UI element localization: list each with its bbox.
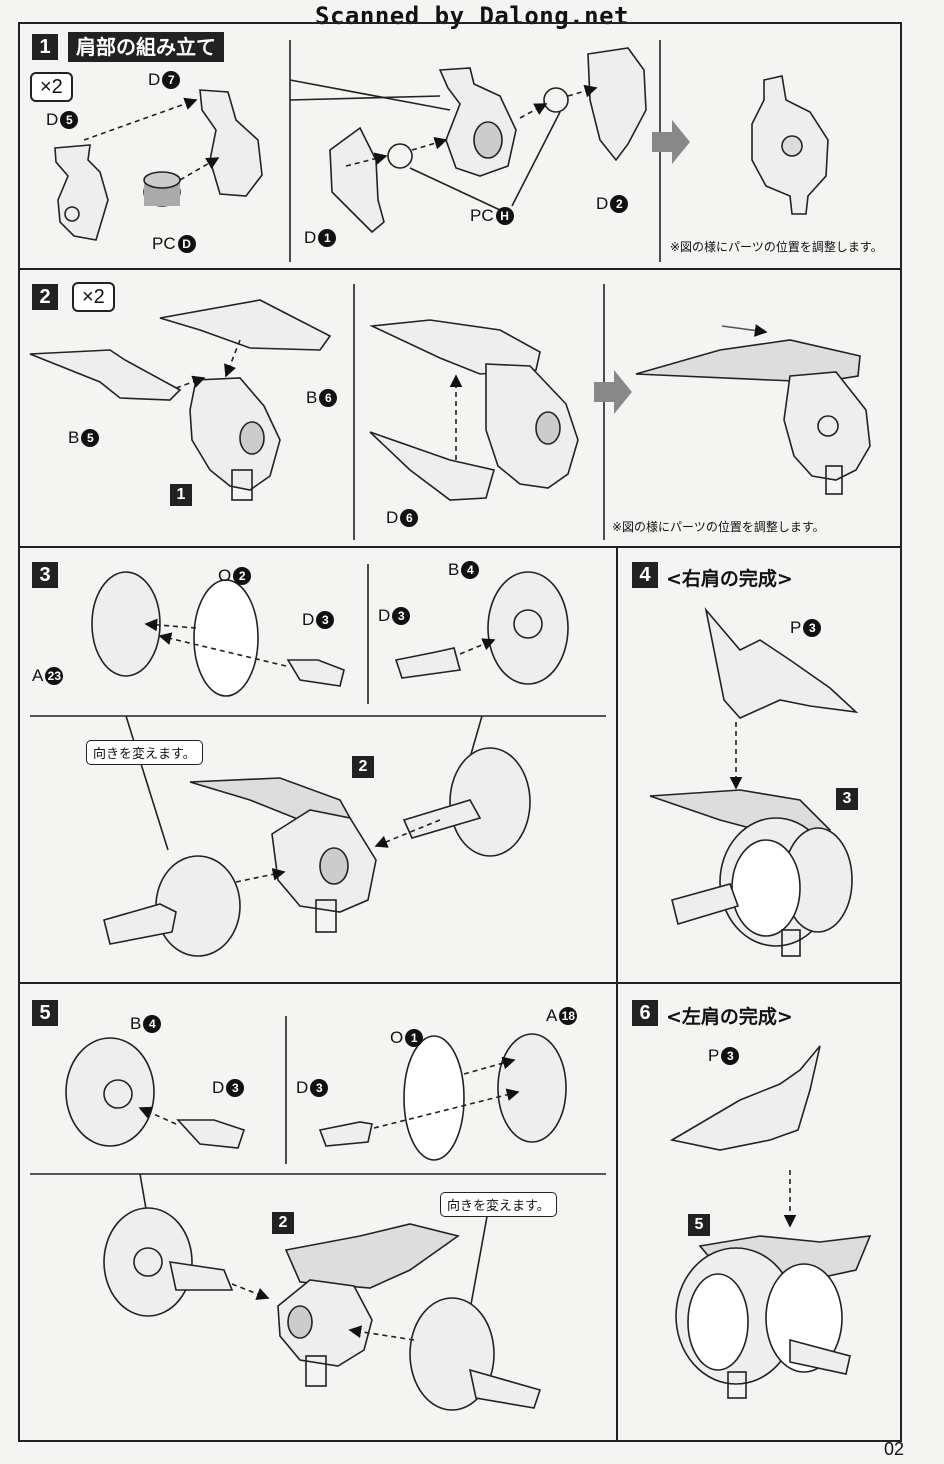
step4-number: 4 xyxy=(632,562,658,588)
part-letter: P xyxy=(790,618,802,637)
part-number: 3 xyxy=(392,607,411,625)
step6-number: 6 xyxy=(632,1000,658,1026)
part-number: 3 xyxy=(310,1079,329,1097)
part-letter: D xyxy=(46,110,59,129)
part-number: 6 xyxy=(319,389,338,407)
part-number: 5 xyxy=(81,429,100,447)
part-letter: O xyxy=(390,1028,404,1047)
part-number: 2 xyxy=(233,567,252,585)
part-number: 3 xyxy=(803,619,822,637)
part-letter: O xyxy=(218,566,232,585)
position-adjust-note: ※図の様にパーツの位置を調整します。 xyxy=(612,520,825,534)
part-number: 2 xyxy=(610,195,629,213)
step2-quantity: ×2 xyxy=(72,282,115,312)
part-number: 1 xyxy=(318,229,337,247)
step6-panel xyxy=(616,982,902,1442)
part-letter: D xyxy=(386,508,399,527)
part-number: H xyxy=(495,207,514,225)
step1-quantity: ×2 xyxy=(30,72,73,102)
part-number: 1 xyxy=(405,1029,424,1047)
part-letter: D xyxy=(378,606,391,625)
part-letter: B xyxy=(68,428,80,447)
watermark: Scanned by Dalong.net xyxy=(315,2,629,30)
step1-number: 1 xyxy=(32,34,58,60)
part-letter: PC xyxy=(152,234,176,253)
part-letter: D xyxy=(212,1078,225,1097)
orientation-bubble: 向きを変えます。 xyxy=(86,740,203,765)
part-number: 6 xyxy=(400,509,419,527)
part-number: 3 xyxy=(721,1047,740,1065)
part-letter: D xyxy=(304,228,317,247)
part-number: D xyxy=(177,235,196,253)
step-reference: 3 xyxy=(836,788,858,810)
step-reference: 2 xyxy=(352,756,374,778)
part-letter: D xyxy=(296,1078,309,1097)
part-letter: D xyxy=(148,70,161,89)
part-number: 5 xyxy=(60,111,79,129)
step1-title: 肩部の組み立て xyxy=(68,32,224,62)
part-letter: A xyxy=(546,1006,558,1025)
part-number: 18 xyxy=(559,1007,578,1025)
part-letter: D xyxy=(302,610,315,629)
orientation-bubble: 向きを変えます。 xyxy=(440,1192,557,1217)
step6-heading: <左肩の完成> xyxy=(666,1006,793,1028)
part-letter: B xyxy=(130,1014,142,1033)
position-adjust-note: ※図の様にパーツの位置を調整します。 xyxy=(670,240,883,254)
step2-number: 2 xyxy=(32,284,58,310)
part-number: 23 xyxy=(45,667,64,685)
part-number: 3 xyxy=(226,1079,245,1097)
part-number: 4 xyxy=(461,561,480,579)
step5-number: 5 xyxy=(32,1000,58,1026)
part-number: 3 xyxy=(316,611,335,629)
part-letter: B xyxy=(306,388,318,407)
part-letter: P xyxy=(708,1046,720,1065)
step4-heading: <右肩の完成> xyxy=(666,568,793,590)
page-number: 02 xyxy=(883,1439,904,1459)
part-letter: PC xyxy=(470,206,494,225)
part-number: 7 xyxy=(162,71,181,89)
part-letter: B xyxy=(448,560,460,579)
step-reference: 1 xyxy=(170,484,192,506)
step-reference: 2 xyxy=(272,1212,294,1234)
step-reference: 5 xyxy=(688,1214,710,1236)
part-number: 4 xyxy=(143,1015,162,1033)
step3-number: 3 xyxy=(32,562,58,588)
part-letter: A xyxy=(32,666,44,685)
part-letter: D xyxy=(596,194,609,213)
